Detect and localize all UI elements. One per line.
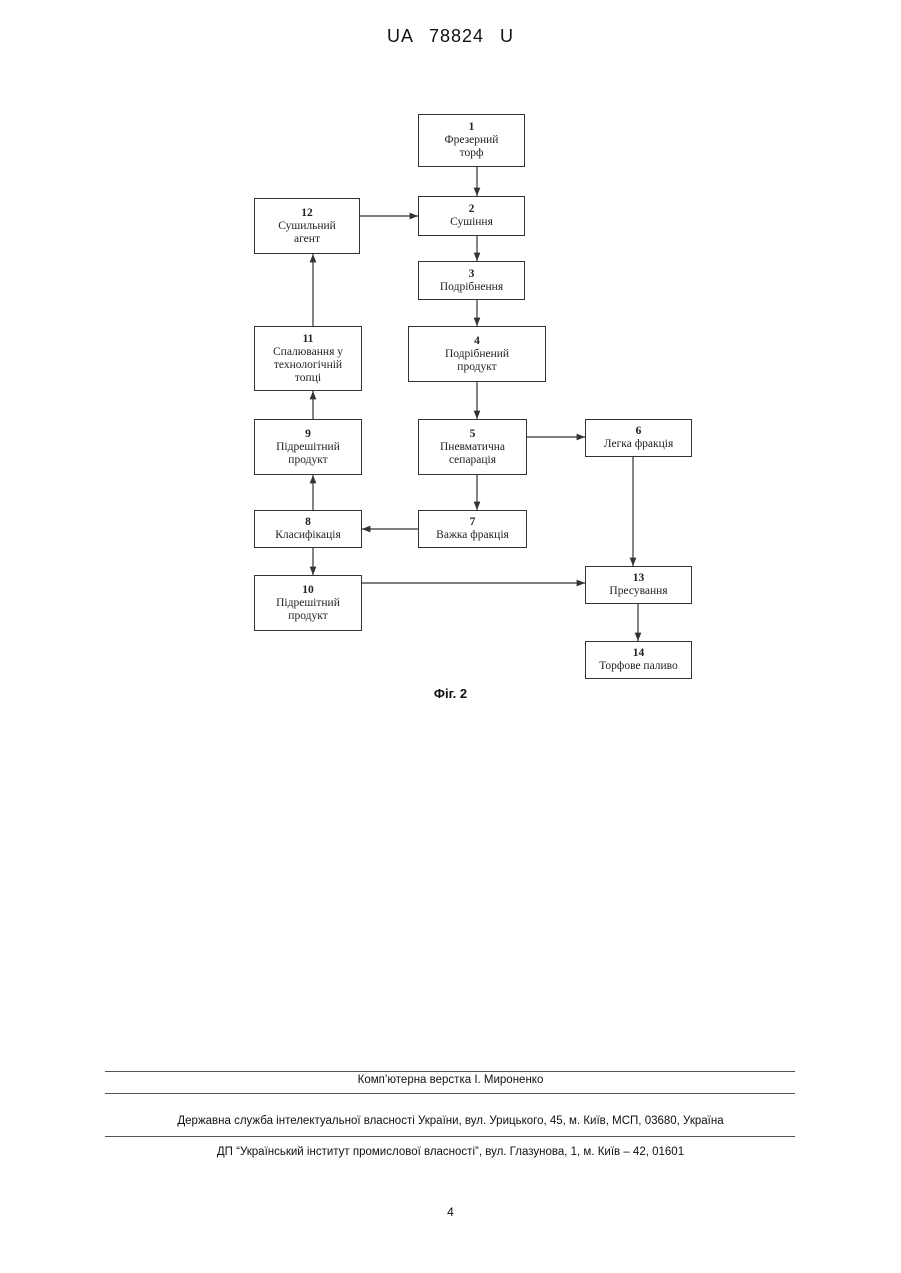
institute-address: ДП “Український інститут промислової вла…: [0, 1146, 901, 1158]
page-number: 4: [0, 1205, 901, 1219]
box-pneumatic-separation: 5 Пневматична сепарація: [418, 419, 527, 475]
box-label: Подрібнення: [440, 281, 503, 294]
agency-address: Державна служба інтелектуальної власност…: [0, 1115, 901, 1127]
box-label: Важка фракція: [436, 529, 509, 542]
box-milled-peat: 1 Фрезерний торф: [418, 114, 525, 167]
box-label: Сушіння: [450, 216, 493, 229]
box-number: 6: [636, 425, 642, 438]
box-number: 7: [470, 516, 476, 529]
box-combustion-furnace: 11 Спалювання у технологічній топці: [254, 326, 362, 391]
box-light-fraction: 6 Легка фракція: [585, 419, 692, 457]
footer-rule-top: [105, 1071, 795, 1072]
box-pressing: 13 Пресування: [585, 566, 692, 604]
box-number: 1: [469, 121, 475, 134]
box-undersize-product-9: 9 Підрешітний продукт: [254, 419, 362, 475]
process-flow-diagram: 1 Фрезерний торф 2 Сушіння 3 Подрібнення…: [0, 0, 901, 720]
box-label: Пневматична сепарація: [440, 441, 505, 467]
box-label: Класифікація: [275, 529, 341, 542]
layout-credit: Комп’ютерна верстка І. Мироненко: [0, 1074, 901, 1086]
box-label: Торфове паливо: [599, 660, 678, 673]
box-label: Подрібнений продукт: [445, 348, 509, 374]
box-label: Підрешітний продукт: [276, 441, 340, 467]
box-drying: 2 Сушіння: [418, 196, 525, 236]
box-label: Спалювання у технологічній топці: [273, 346, 343, 385]
box-number: 2: [469, 203, 475, 216]
box-number: 5: [470, 428, 476, 441]
box-label: Сушильний агент: [278, 220, 336, 246]
box-heavy-fraction: 7 Важка фракція: [418, 510, 527, 548]
box-label: Пресування: [609, 585, 667, 598]
box-undersize-product-10: 10 Підрешітний продукт: [254, 575, 362, 631]
box-number: 8: [305, 516, 311, 529]
box-ground-product: 4 Подрібнений продукт: [408, 326, 546, 382]
box-number: 3: [469, 268, 475, 281]
box-number: 13: [633, 572, 645, 585]
box-label: Легка фракція: [604, 438, 673, 451]
box-number: 11: [303, 333, 314, 346]
footer-rule-middle: [105, 1093, 795, 1094]
box-grinding: 3 Подрібнення: [418, 261, 525, 300]
box-peat-fuel: 14 Торфове паливо: [585, 641, 692, 679]
box-number: 4: [474, 335, 480, 348]
box-number: 12: [301, 207, 313, 220]
footer-rule-bottom: [105, 1136, 795, 1137]
box-number: 9: [305, 428, 311, 441]
box-drying-agent: 12 Сушильний агент: [254, 198, 360, 254]
box-number: 14: [633, 647, 645, 660]
box-number: 10: [302, 584, 314, 597]
box-label: Фрезерний торф: [445, 134, 499, 160]
box-label: Підрешітний продукт: [276, 597, 340, 623]
figure-caption: Фіг. 2: [0, 686, 901, 701]
box-classification: 8 Класифікація: [254, 510, 362, 548]
